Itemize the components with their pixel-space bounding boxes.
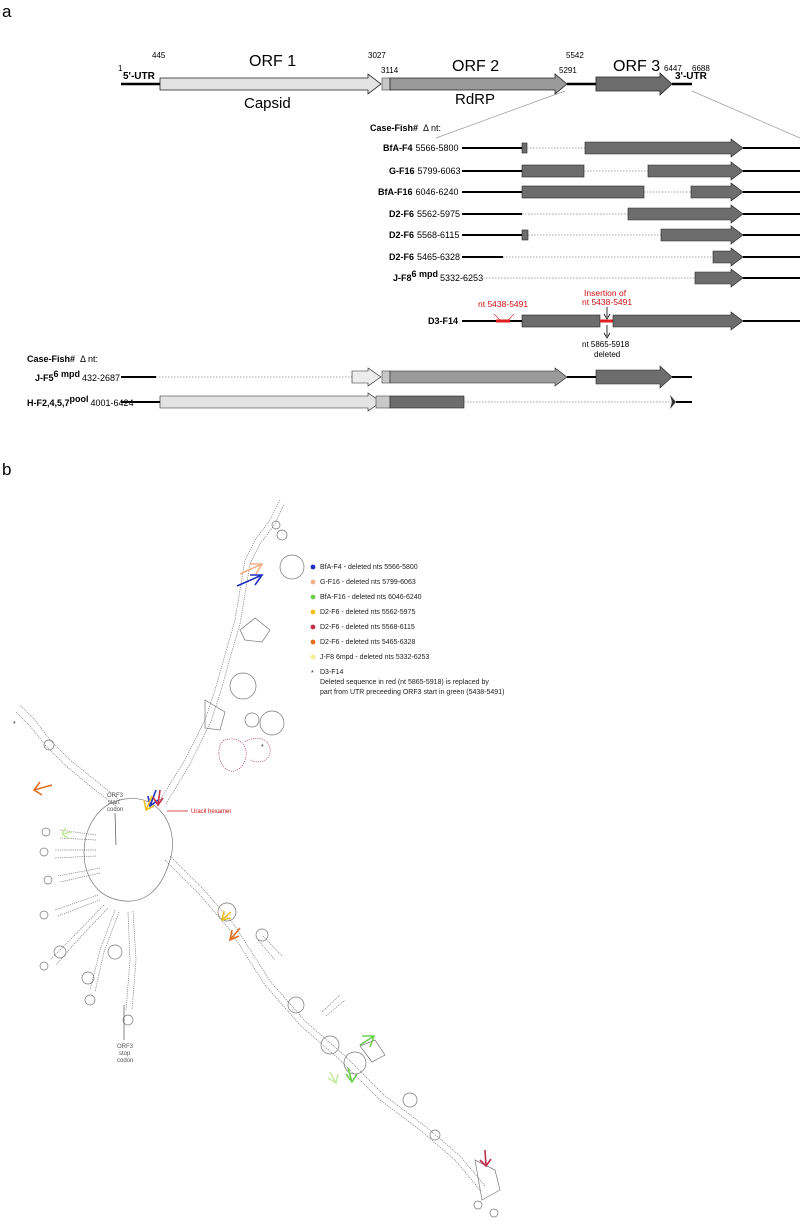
d3-left-label: nt 5438-5491 bbox=[478, 299, 528, 309]
d3-insertion-2: nt 5438-5491 bbox=[582, 297, 632, 307]
legend: BfA-F4 - deleted nts 5566-5800 G-F16 - d… bbox=[310, 564, 504, 696]
orf3-stop-2: stop bbox=[119, 1051, 131, 1057]
legend-entry: G-F16 - deleted nts 5799-6063 bbox=[320, 579, 416, 586]
orf3-arrow bbox=[595, 72, 673, 96]
legend-star: * bbox=[311, 670, 314, 677]
legend-entry: D2-F6 - deleted nts 5568-6115 bbox=[320, 624, 415, 631]
pos-3027: 3027 bbox=[368, 51, 386, 60]
genome-map: 1 445 3027 3114 5291 5542 6447 6688 5'-U… bbox=[118, 51, 710, 112]
pos-1: 1 bbox=[118, 64, 123, 73]
pos-6447: 6447 bbox=[664, 64, 682, 73]
orf2-product: RdRP bbox=[455, 91, 495, 108]
orf3-start-1: ORF3 bbox=[107, 793, 124, 799]
legend-entry: D2-F6 - deleted nts 5465-6328 bbox=[320, 639, 415, 646]
pos-3114: 3114 bbox=[381, 66, 399, 75]
orf3-stop-3: codon bbox=[117, 1058, 133, 1064]
legend-entry: BfA-F4 - deleted nts 5566-5800 bbox=[320, 564, 418, 571]
structure-star-left: * bbox=[13, 721, 16, 728]
pos-445: 445 bbox=[152, 51, 166, 60]
d3-insertion-1: Insertion of bbox=[584, 288, 627, 298]
header-left: Case-Fish#Δ nt: bbox=[27, 354, 98, 364]
orf2-arrow bbox=[389, 73, 568, 95]
orf1-name: ORF 1 bbox=[249, 53, 296, 70]
orf1-arrow bbox=[159, 73, 382, 95]
svg-text:D3-F14: D3-F14 bbox=[428, 316, 458, 326]
uracil-hexamer: Uracil hexamer bbox=[191, 809, 231, 815]
legend-star-title: D3-F14 bbox=[320, 669, 343, 676]
pos-6688: 6688 bbox=[692, 64, 710, 73]
panel-a-label: a bbox=[2, 2, 12, 21]
orf3-start-3: codon bbox=[107, 807, 123, 813]
legend-star-line1: Deleted sequence in red (nt 5865-5918) i… bbox=[320, 679, 489, 686]
pos-5291: 5291 bbox=[559, 66, 577, 75]
structure-star-right: * bbox=[261, 744, 264, 751]
legend-entry: J-F8 6mpd - deleted nts 5332-6253 bbox=[320, 654, 429, 661]
pos-5542: 5542 bbox=[566, 51, 584, 60]
orf2-name: ORF 2 bbox=[452, 58, 499, 75]
panel-b-label: b bbox=[2, 460, 11, 479]
d3-deleted-1: nt 5865-5918 bbox=[582, 340, 630, 349]
case-row-d3: D3-F14 nt 5438-5491 Insertion of nt 5438… bbox=[428, 288, 800, 359]
orf3-name: ORF 3 bbox=[613, 58, 660, 75]
utr3-label: 3'-UTR bbox=[675, 71, 708, 82]
legend-star-line2: part from UTR preceeding ORF3 start in g… bbox=[320, 689, 504, 696]
rna-structure bbox=[15, 499, 501, 1218]
legend-entry: BfA-F16 - deleted nts 6046-6240 bbox=[320, 594, 422, 601]
header-right: Case-Fish#Δ nt: bbox=[370, 123, 441, 133]
utr5-label: 5'-UTR bbox=[123, 71, 156, 82]
d3-deleted-2: deleted bbox=[594, 350, 620, 359]
legend-entry: D2-F6 - deleted nts 5562-5975 bbox=[320, 609, 415, 616]
deletion-arrows bbox=[32, 563, 492, 1168]
orf3-start-2: start bbox=[108, 800, 120, 806]
orf3-stop-1: ORF3 bbox=[117, 1044, 134, 1050]
orf1-product: Capsid bbox=[244, 95, 291, 112]
